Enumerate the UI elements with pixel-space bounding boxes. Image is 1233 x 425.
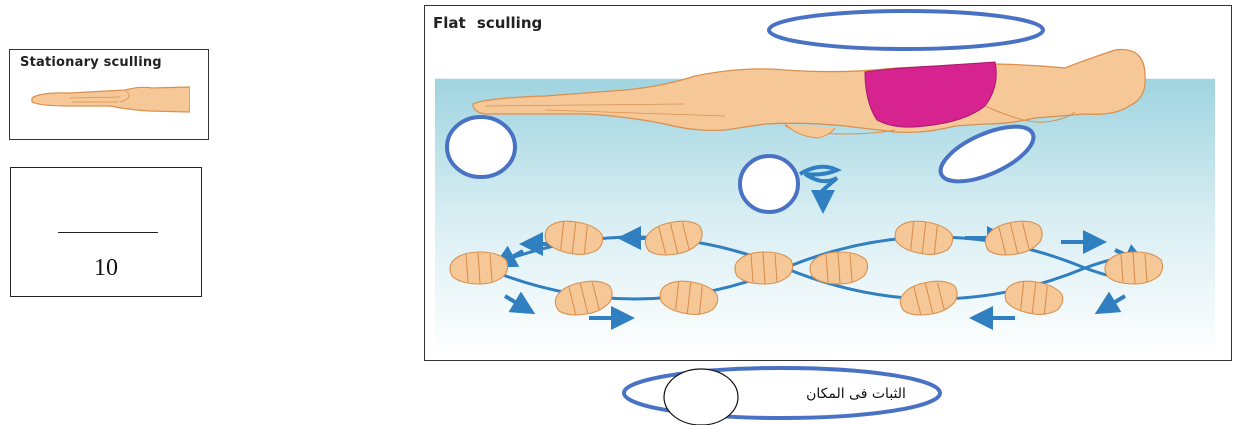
answer-ellipse-middle (740, 156, 798, 212)
bottom-arabic-label: الثبات فى المكان (776, 386, 936, 402)
flat-sculling-illustration (425, 6, 1232, 361)
stationary-sculling-card: Stationary sculling (9, 49, 209, 140)
score-value: 10 (11, 255, 201, 282)
flat-sculling-panel: Flat sculling (424, 5, 1232, 361)
hand-sculling-icon (450, 252, 508, 284)
score-blank-line (58, 232, 158, 233)
hand-sculling-icon (1105, 252, 1163, 284)
stationary-sculling-title: Stationary sculling (20, 55, 162, 70)
hand-flat-icon (30, 78, 190, 118)
score-box: 10 (10, 167, 202, 297)
hand-sculling-icon (810, 252, 868, 284)
flat-sculling-title: Flat sculling (433, 14, 542, 32)
hand-sculling-icon (735, 252, 793, 284)
answer-ellipse-left (447, 117, 515, 177)
answer-ellipse-top (769, 11, 1043, 49)
answer-circle-bottom (664, 369, 738, 425)
